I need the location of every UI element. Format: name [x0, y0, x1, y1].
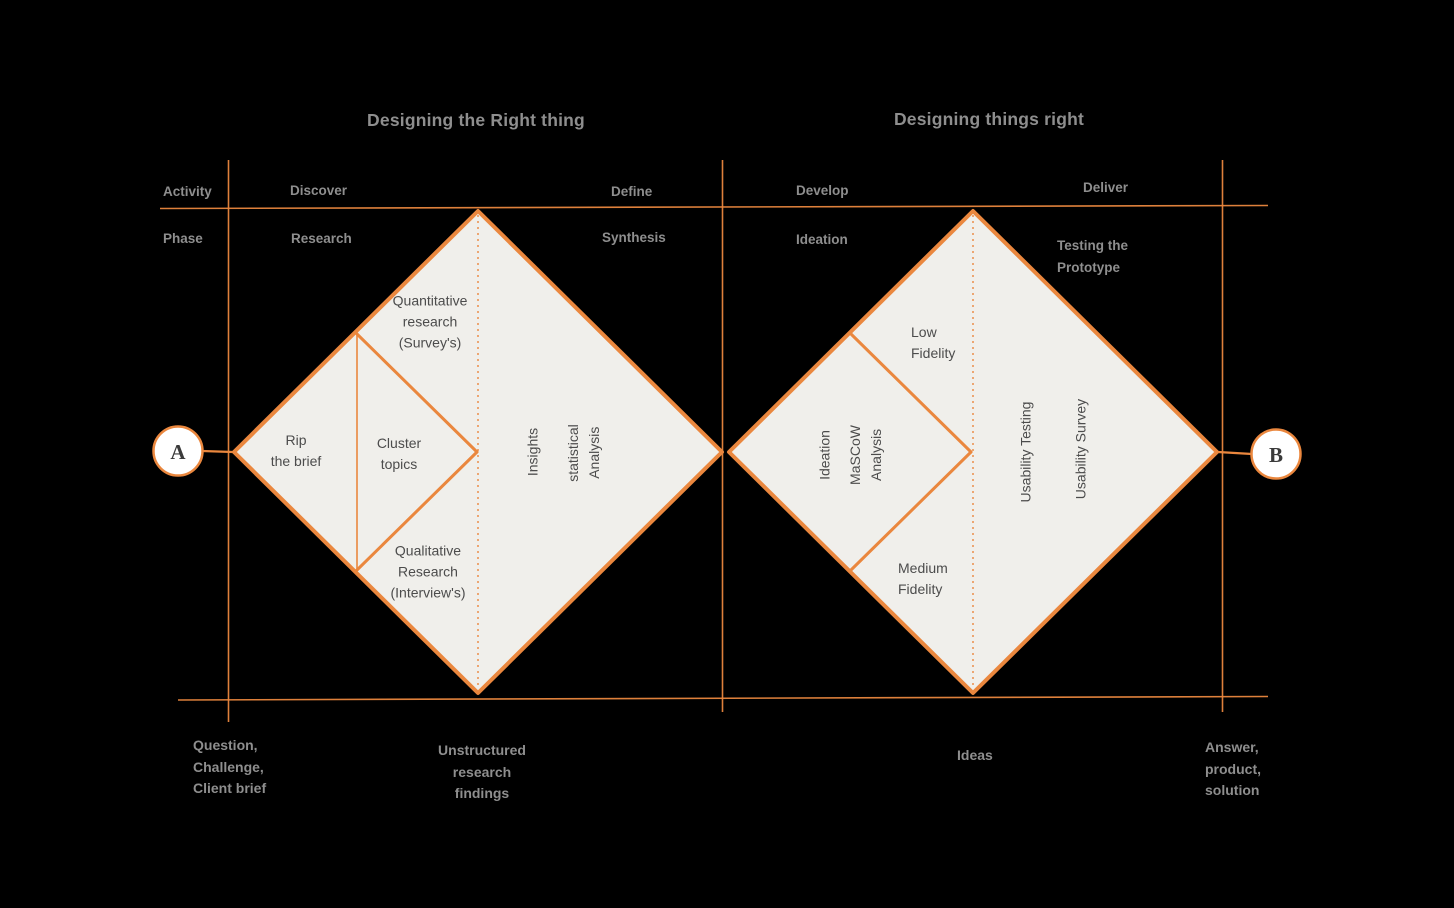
cluster-topics-label: Cluster topics: [376, 435, 422, 472]
title-right: Designing things right: [893, 109, 1085, 130]
phase-testing-prototype: Testing the Prototype: [1057, 238, 1129, 275]
node-a-letter: A: [170, 439, 186, 464]
cluster-upper-edge: [355, 332, 479, 454]
mascow-analysis-label: MaSCoW Analysis: [847, 425, 884, 485]
milestone-research-findings: Unstructured research findings: [438, 741, 526, 801]
a-connector-line: [201, 449, 234, 454]
phase-ideation: Ideation: [796, 232, 848, 247]
cluster-lower-edge: [355, 450, 479, 572]
usability-survey-label: Usability Survey: [1072, 398, 1089, 500]
b-connector-line: [1217, 450, 1253, 456]
activity-develop: Develop: [796, 183, 849, 198]
milestone-answer: Answer, product, solution: [1205, 739, 1261, 798]
activity-deliver: Deliver: [1083, 180, 1129, 195]
qualitative-research-label: Qualitative Research (Interview's): [390, 542, 466, 601]
title-left: Designing the Right thing: [367, 110, 585, 131]
phase-row-label: Phase: [163, 231, 203, 246]
milestone-ideas: Ideas: [957, 747, 993, 763]
develop-deliver-diamond: [727, 209, 1219, 695]
ideation-label: Ideation: [816, 430, 833, 480]
node-a-circle: [152, 425, 204, 477]
low-fidelity-label: Low Fidelity: [911, 324, 956, 361]
usability-testing-label: Usability Testing: [1017, 401, 1034, 503]
medfi-edge: [849, 450, 973, 572]
activity-row-label: Activity: [163, 184, 212, 199]
phase-research: Research: [291, 231, 352, 246]
insights-label: Insights: [524, 427, 541, 477]
phase-synthesis: Synthesis: [602, 230, 666, 245]
activity-define: Define: [611, 184, 653, 199]
node-b-circle: [1250, 428, 1302, 480]
node-b-letter: B: [1268, 442, 1284, 467]
medium-fidelity-label: Medium Fidelity: [898, 560, 948, 597]
lowfi-edge: [849, 332, 973, 454]
rip-the-brief-label: Rip the brief: [270, 432, 322, 469]
top-boundary-line: [159, 204, 1269, 210]
activity-discover: Discover: [290, 183, 348, 198]
statistical-analysis-label: statistical Analysis: [565, 424, 602, 482]
quantitative-research-label: Quantitative research (Survey's): [392, 292, 468, 351]
milestone-client-brief: Question, Challenge, Client brief: [193, 737, 267, 796]
